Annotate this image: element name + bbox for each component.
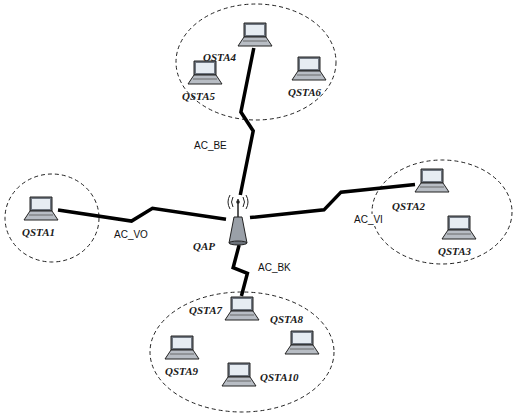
station: QSTA10: [222, 362, 256, 388]
laptop-screen: [228, 363, 250, 377]
laptop-base: [225, 311, 259, 320]
laptop-icon: [238, 22, 272, 48]
laptop-screen: [171, 336, 193, 350]
node-label: QSTA8: [270, 313, 303, 326]
node-label: QSTA1: [22, 226, 55, 239]
laptop-icon: [222, 362, 256, 388]
laptop-keys: [297, 75, 321, 76]
laptop-display: [196, 63, 214, 73]
group-ellipse: [5, 174, 99, 262]
laptop-icon: [285, 330, 319, 356]
wireless-link: [233, 245, 247, 296]
station: QSTA3: [442, 215, 476, 241]
link-label: AC_VI: [352, 214, 385, 226]
node-label: QSTA2: [392, 200, 425, 213]
radio-waves: [228, 195, 248, 209]
laptop-screen: [448, 216, 470, 230]
station: QSTA1: [24, 196, 58, 222]
station: QSTA7: [225, 296, 259, 322]
node-label: QSTA9: [165, 365, 198, 378]
laptop-screen: [244, 23, 266, 37]
node-label: QSTA6: [288, 86, 321, 99]
laptop-icon: [24, 196, 58, 222]
link-label: AC_VO: [112, 229, 150, 241]
laptop-display: [300, 59, 318, 69]
laptop-display: [423, 171, 441, 181]
laptop-display: [230, 365, 248, 375]
antenna-tip: [236, 200, 240, 204]
laptop-base: [222, 377, 256, 386]
group-ellipse: [150, 292, 334, 412]
laptop-icon: [292, 56, 326, 82]
laptop-keys: [230, 315, 254, 316]
laptop-screen: [231, 297, 253, 311]
laptop-keys: [227, 381, 251, 382]
access-point-body: [229, 217, 247, 243]
laptop-display: [173, 338, 191, 348]
laptop-screen: [291, 331, 313, 345]
laptop-keys: [243, 41, 267, 42]
wireless-link: [58, 208, 226, 221]
wireless-link: [240, 48, 254, 195]
laptop-display: [293, 333, 311, 343]
laptop-keys: [420, 187, 444, 188]
link-label: AC_BK: [256, 262, 293, 274]
station: QSTA6: [292, 56, 326, 82]
link-label: AC_BE: [192, 140, 229, 152]
laptop-base: [188, 75, 222, 84]
wireless-link: [250, 184, 415, 217]
laptop-screen: [421, 169, 443, 183]
laptop-keys: [193, 79, 217, 80]
laptop-screen: [298, 57, 320, 71]
laptop-display: [246, 25, 264, 35]
station: QSTA8: [285, 330, 319, 356]
laptop-icon: [225, 296, 259, 322]
station: QSTA2: [415, 168, 449, 194]
laptop-base: [442, 230, 476, 239]
laptop-base: [292, 71, 326, 80]
group-ellipse: [372, 160, 512, 264]
laptop-screen: [194, 61, 216, 75]
station: QSTA9: [165, 335, 199, 361]
laptop-screen: [30, 197, 52, 211]
laptop-base: [415, 183, 449, 192]
laptop-base: [285, 345, 319, 354]
station: QSTA5: [188, 60, 222, 86]
laptop-keys: [29, 215, 53, 216]
laptop-icon: [442, 215, 476, 241]
station: QSTA4: [238, 22, 272, 48]
node-label: QAP: [193, 240, 215, 253]
laptop-display: [450, 218, 468, 228]
laptop-keys: [170, 354, 194, 355]
node-label: QSTA3: [438, 245, 471, 258]
access-point-icon: [226, 195, 250, 245]
laptop-display: [32, 199, 50, 209]
access-point-base: [229, 241, 247, 245]
laptop-icon: [188, 60, 222, 86]
laptop-keys: [290, 349, 314, 350]
group-ellipse: [176, 4, 336, 120]
node-label: QSTA5: [182, 90, 215, 103]
laptop-icon: [165, 335, 199, 361]
node-label: QSTA7: [189, 304, 222, 317]
laptop-base: [238, 37, 272, 46]
laptop-icon: [415, 168, 449, 194]
node-label: QSTA10: [260, 371, 299, 384]
laptop-base: [24, 211, 58, 220]
laptop-display: [233, 299, 251, 309]
laptop-base: [165, 350, 199, 359]
access-point: QAP: [226, 195, 250, 245]
laptop-keys: [447, 234, 471, 235]
